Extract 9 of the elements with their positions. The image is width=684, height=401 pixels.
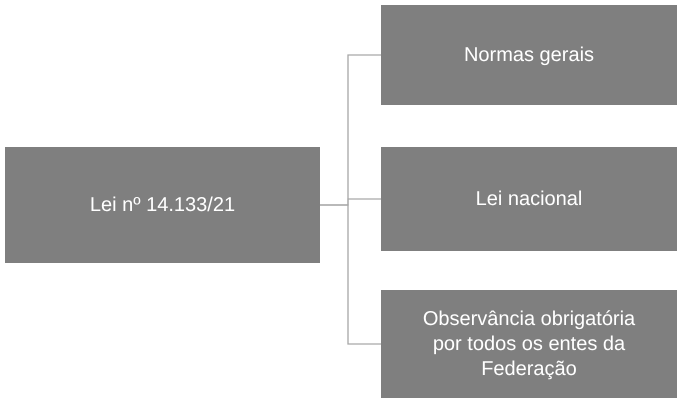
connector-line	[320, 204, 381, 345]
box-label: Observância obrigatória por todos os entes da Federação	[422, 306, 636, 382]
process-box	[381, 290, 677, 398]
box-label: Lei nº 14.133/21	[90, 192, 236, 218]
process-box	[381, 5, 677, 105]
box-label: Lei nacional	[476, 186, 582, 212]
process-box	[381, 147, 677, 251]
process-box	[5, 147, 320, 263]
box-label: Normas gerais	[464, 42, 594, 68]
